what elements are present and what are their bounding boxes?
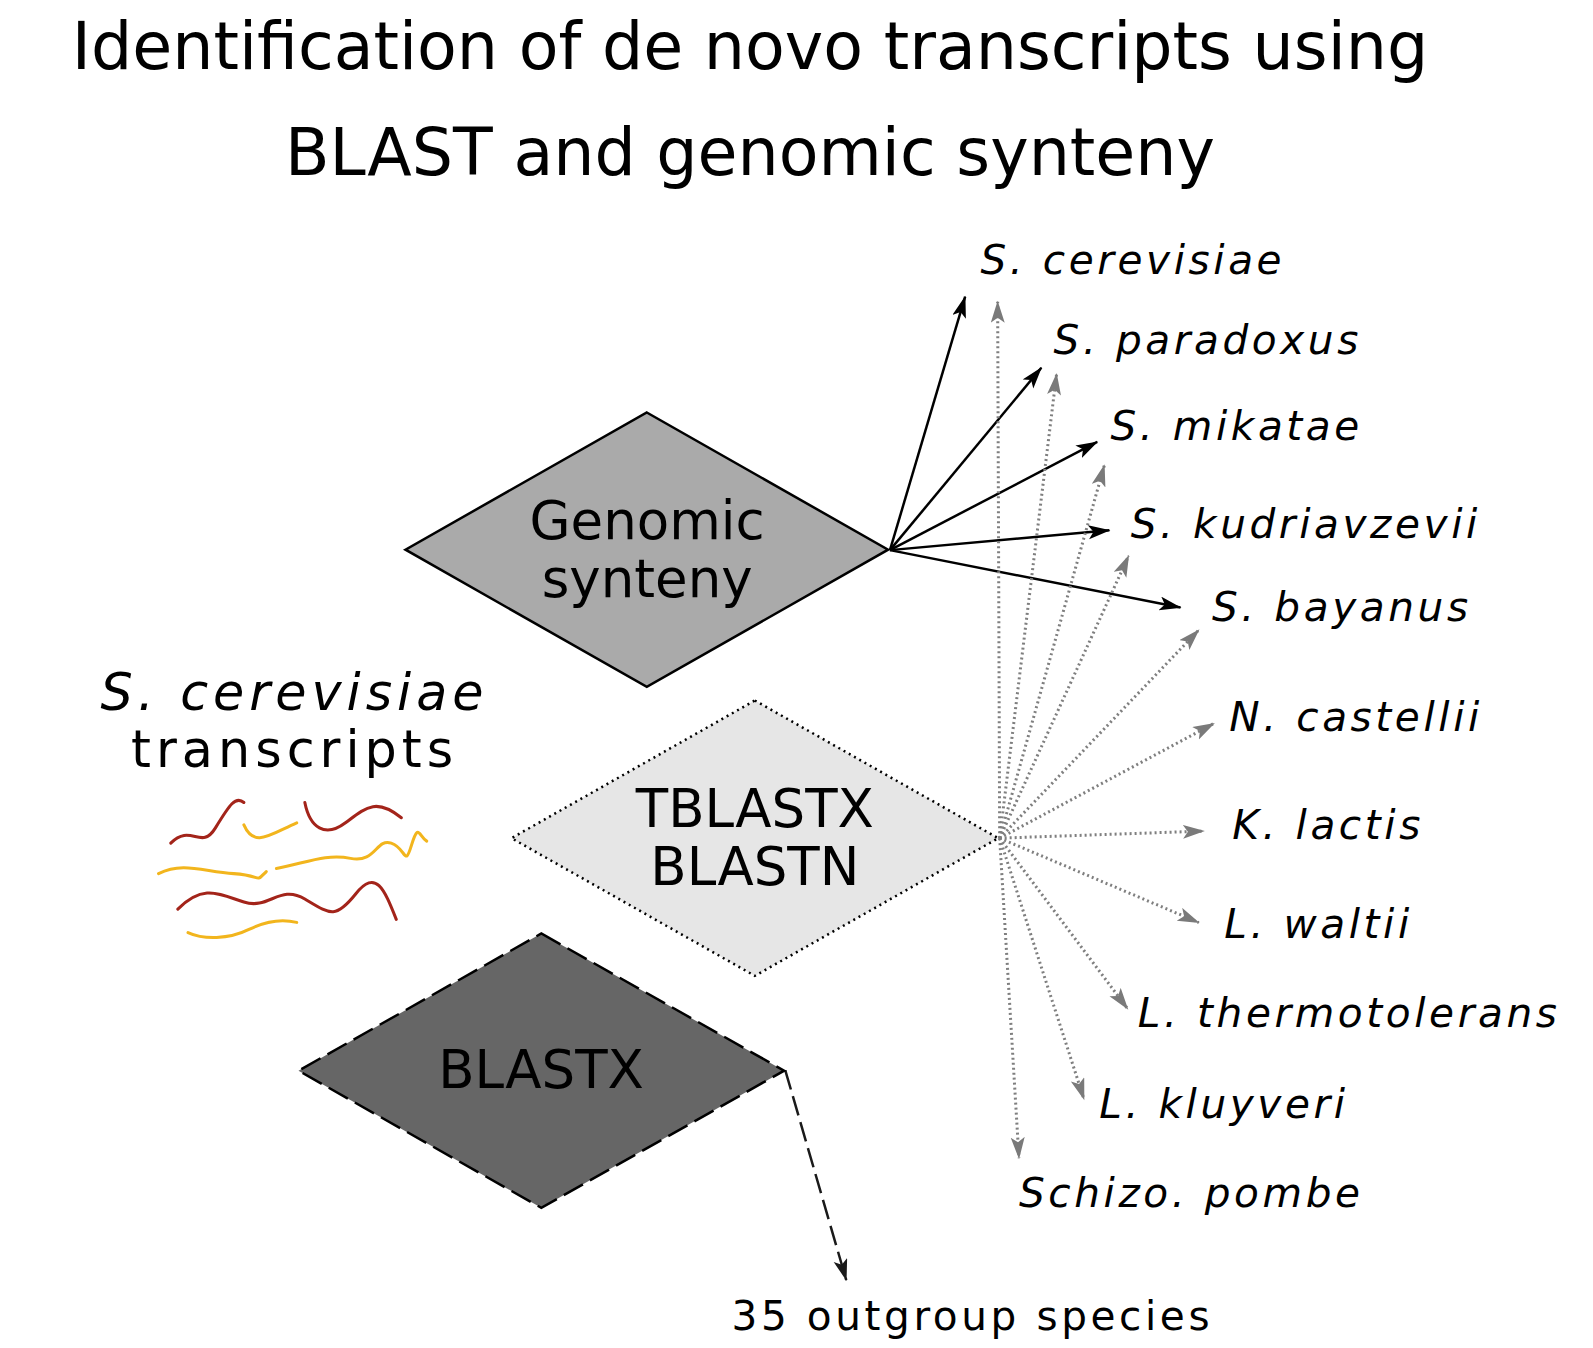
transcript-squiggle	[305, 803, 402, 830]
diamond-text-box: BLASTX	[297, 932, 786, 1209]
species-node: S. paradoxus	[1054, 317, 1362, 364]
species-node: L. thermotolerans	[1138, 990, 1561, 1037]
species-node: L. kluyveri	[1099, 1081, 1348, 1128]
diagram-title: Identification of de novo transcripts us…	[10, 0, 1490, 206]
connector-arrow	[1000, 838, 1084, 1099]
connector-arrow	[785, 1070, 846, 1280]
species-node: N. castellii	[1229, 694, 1483, 741]
node-text: S. paradoxus	[1054, 317, 1362, 364]
species-node: 35 outgroup species	[731, 1293, 1213, 1340]
transcript-squiggle	[244, 823, 297, 838]
diamond-shape	[406, 413, 889, 687]
node-text: Schizo. pombe	[1019, 1170, 1364, 1217]
node-text: S. kudriavzevii	[1131, 501, 1481, 548]
connector-arrow	[890, 368, 1041, 550]
diamond-shape	[298, 933, 784, 1207]
transcript-squiggle	[276, 832, 426, 868]
connector-arrow	[998, 302, 1000, 838]
transcript-squiggle	[159, 868, 267, 878]
species-node: S. bayanus	[1212, 584, 1472, 631]
node-text: BLASTX	[438, 1041, 644, 1099]
node-text: K. lactis	[1232, 802, 1424, 849]
node-text: 35 outgroup species	[731, 1293, 1213, 1340]
decision-diamond: BLASTX	[297, 932, 786, 1209]
connector-arrow	[1000, 723, 1214, 838]
node-text: S. bayanus	[1212, 584, 1472, 631]
species-node: Schizo. pombe	[1019, 1170, 1364, 1217]
node-text: Genomic synteny	[507, 492, 787, 609]
diamond-shape	[512, 700, 999, 975]
transcript-squiggle	[188, 921, 297, 938]
connector-arrow	[1000, 374, 1057, 838]
species-node: S. cerevisiae	[980, 237, 1285, 284]
connector-arrow	[890, 297, 965, 550]
label-text: transcripts	[131, 721, 458, 779]
species-node: K. lactis	[1232, 802, 1424, 849]
decision-diamond: Genomic synteny	[404, 411, 890, 688]
node-text: L. waltii	[1224, 901, 1413, 948]
connector-arrow	[1000, 838, 1019, 1158]
transcript-squiggle	[171, 800, 244, 843]
label-text: S. cerevisiae	[101, 664, 489, 722]
node-text: S. cerevisiae	[980, 237, 1285, 284]
transcript-squiggle	[178, 882, 396, 919]
diamond-text-box: Genomic synteny	[404, 411, 890, 688]
connector-arrow	[1000, 831, 1204, 838]
species-node: S. kudriavzevii	[1131, 501, 1481, 548]
node-text: L. kluyveri	[1099, 1081, 1348, 1128]
decision-diamond: TBLASTX BLASTN	[510, 699, 1000, 977]
connector-arrow	[1000, 630, 1199, 838]
connector-arrow	[1000, 838, 1128, 1009]
node-text: TBLASTX BLASTN	[615, 780, 895, 897]
connector-arrow	[1000, 556, 1129, 838]
species-node: L. waltii	[1224, 901, 1413, 948]
diamond-text-box: TBLASTX BLASTN	[510, 699, 1000, 977]
node-text: S. mikatae	[1110, 403, 1362, 450]
node-text: N. castellii	[1229, 694, 1483, 741]
species-node: S. mikatae	[1110, 403, 1362, 450]
node-text: L. thermotolerans	[1138, 990, 1561, 1037]
